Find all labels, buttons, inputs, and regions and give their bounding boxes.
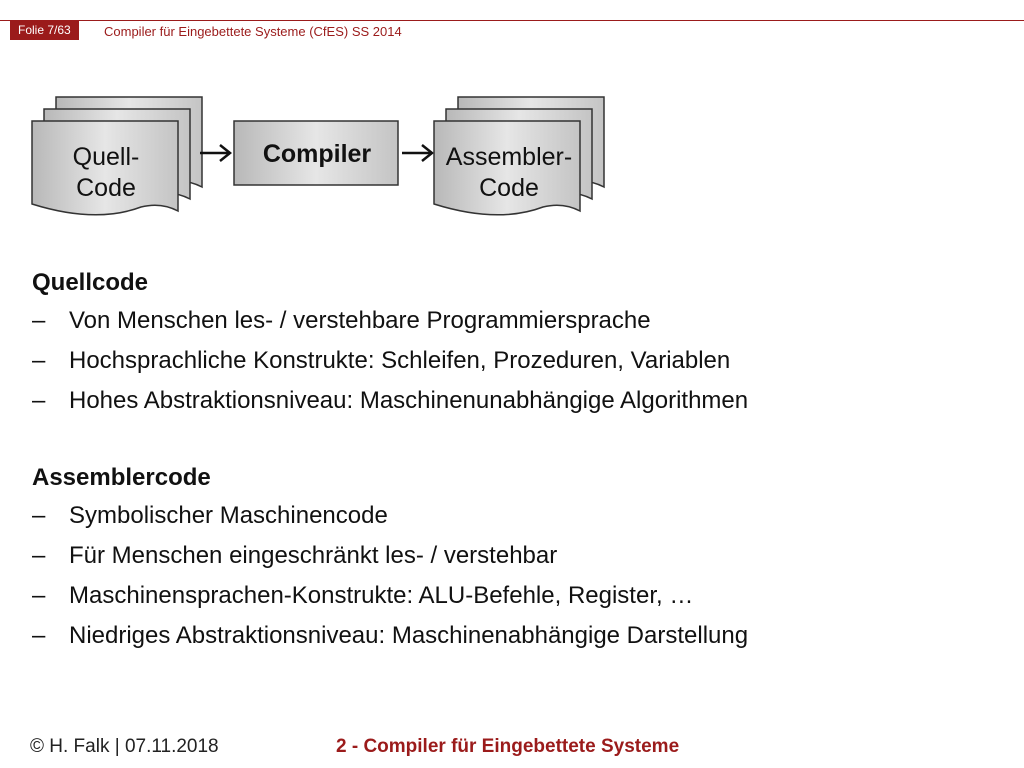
- section-title-quellcode: Quellcode: [32, 269, 149, 296]
- dash-marker: –: [32, 542, 46, 569]
- list-item: –Maschinensprachen-Konstrukte: ALU-Befeh…: [32, 576, 748, 616]
- list-item-text: Maschinensprachen-Konstrukte: ALU-Befehl…: [69, 582, 694, 609]
- dash-marker: –: [32, 307, 46, 334]
- source-label-line2: Code: [76, 174, 136, 202]
- list-item: –Symbolischer Maschinencode: [32, 496, 748, 536]
- dash-marker: –: [32, 387, 46, 414]
- section-title-assemblercode: Assemblercode: [32, 464, 211, 491]
- course-title: Compiler für Eingebettete Systeme (CfES)…: [104, 24, 402, 39]
- header-rule: [0, 20, 1024, 21]
- compiler-label: Compiler: [263, 140, 372, 168]
- assembler-label-line2: Code: [479, 174, 539, 202]
- dash-marker: –: [32, 502, 46, 529]
- dash-marker: –: [32, 622, 46, 649]
- dash-marker: –: [32, 347, 46, 374]
- list-item-text: Niedriges Abstraktionsniveau: Maschinena…: [69, 622, 749, 649]
- assembler-document-stack: Assembler- Code: [433, 96, 605, 216]
- list-item-text: Für Menschen eingeschränkt les- / verste…: [69, 542, 558, 569]
- compiler-diagram: Quell- Code Compiler Assembler- Code: [31, 96, 605, 216]
- footer-author-date: © H. Falk | 07.11.2018: [30, 736, 219, 757]
- list-item: –Hohes Abstraktionsniveau: Maschinenunab…: [32, 381, 748, 421]
- arrow-icon: [402, 144, 435, 162]
- list-item: –Von Menschen les- / verstehbare Program…: [32, 301, 748, 341]
- list-item: –Hochsprachliche Konstrukte: Schleifen, …: [32, 341, 748, 381]
- dash-marker: –: [32, 582, 46, 609]
- footer-lecture-title: 2 - Compiler für Eingebettete Systeme: [336, 736, 680, 757]
- list-item-text: Symbolischer Maschinencode: [69, 502, 388, 529]
- compiler-box: Compiler: [233, 120, 399, 186]
- source-document-stack: Quell- Code: [31, 96, 203, 216]
- list-item: –Für Menschen eingeschränkt les- / verst…: [32, 536, 748, 576]
- list-item-text: Hohes Abstraktionsniveau: Maschinenunabh…: [69, 387, 749, 414]
- list-item-text: Hochsprachliche Konstrukte: Schleifen, P…: [69, 347, 731, 374]
- list-item: –Niedriges Abstraktionsniveau: Maschinen…: [32, 616, 748, 656]
- arrow-icon: [200, 144, 233, 162]
- source-label-line1: Quell-: [73, 143, 140, 171]
- assembler-label-line1: Assembler-: [446, 143, 572, 171]
- quellcode-bullet-list: –Von Menschen les- / verstehbare Program…: [32, 301, 748, 421]
- slide-number: Folie 7/63: [10, 21, 79, 40]
- assemblercode-bullet-list: –Symbolischer Maschinencode –Für Mensche…: [32, 496, 748, 656]
- list-item-text: Von Menschen les- / verstehbare Programm…: [69, 307, 651, 334]
